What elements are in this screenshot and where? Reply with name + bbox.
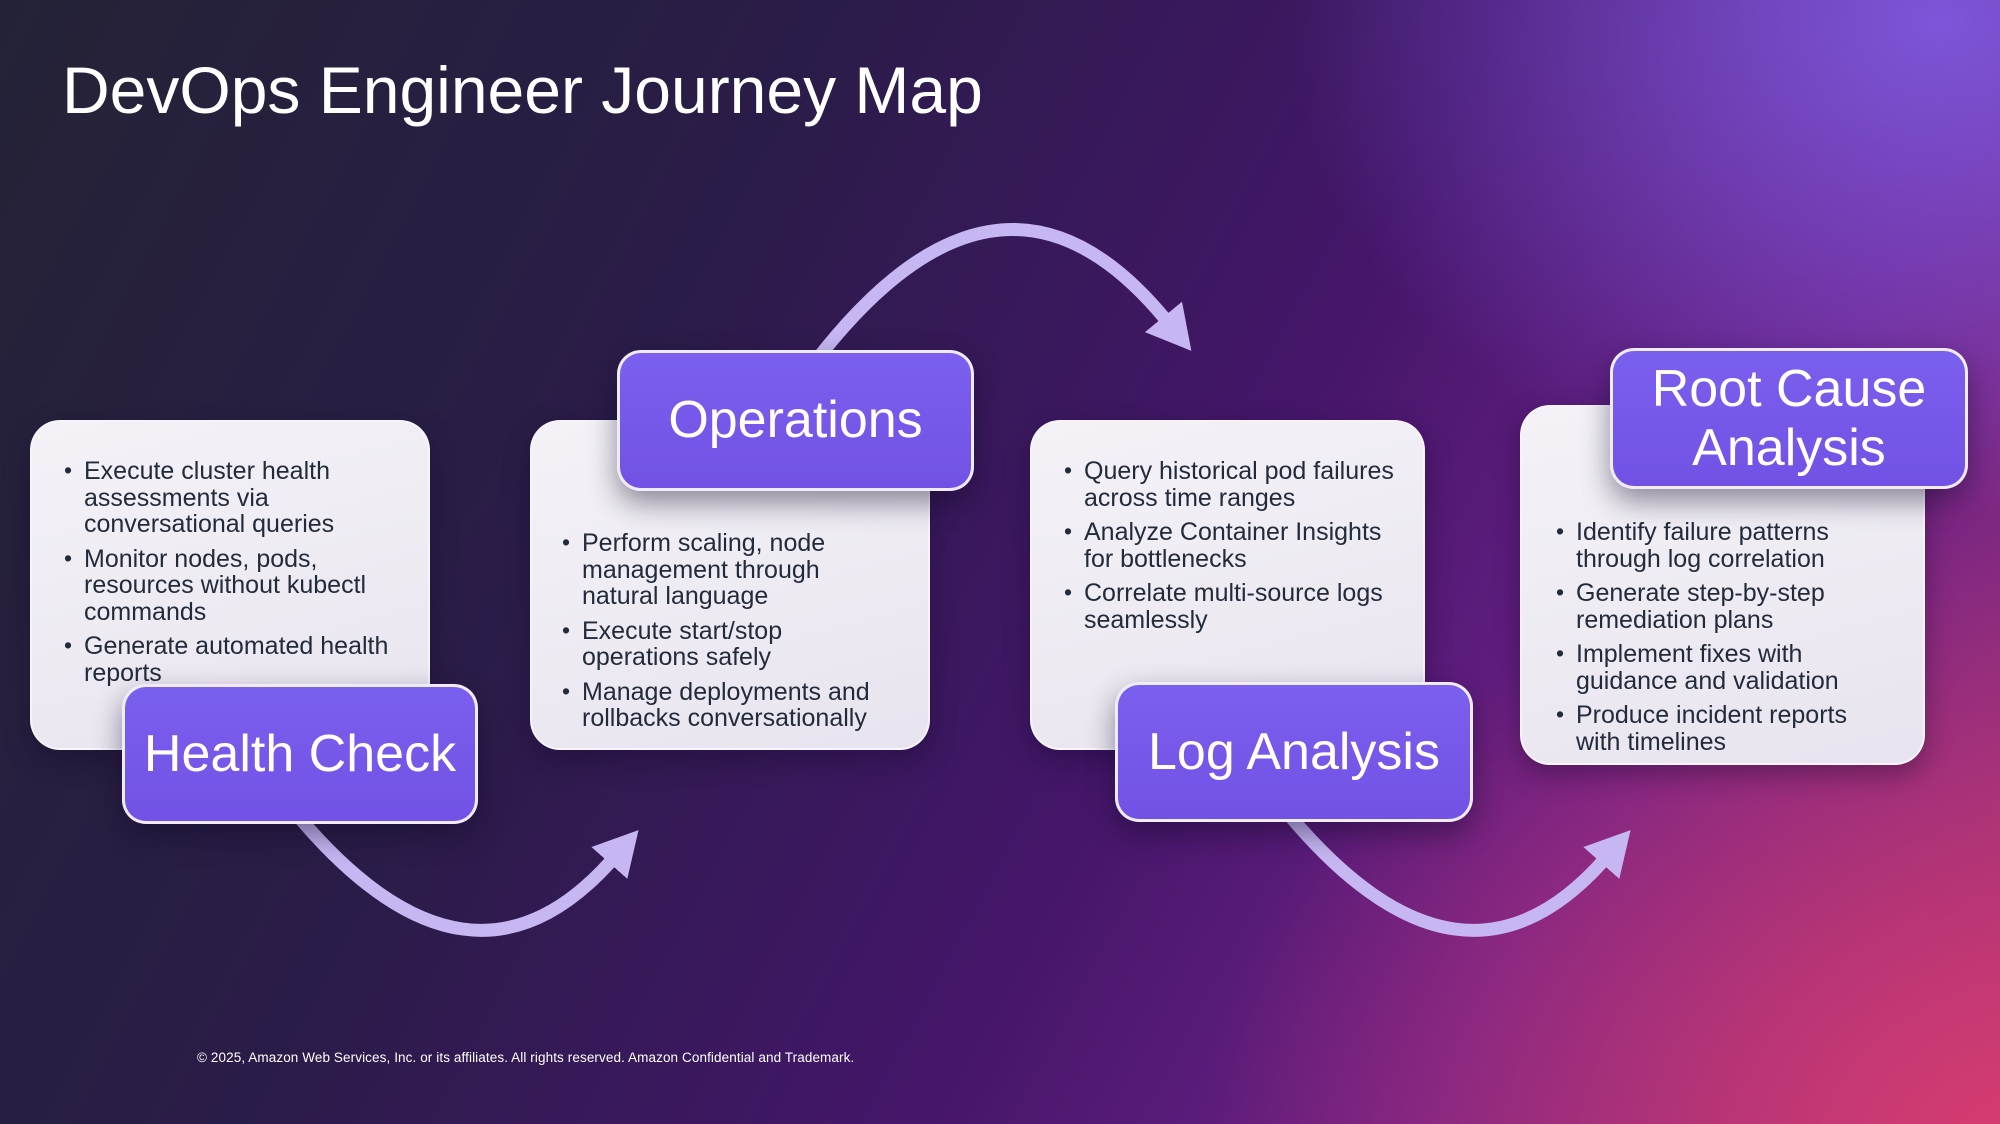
bullet-item: Monitor nodes, pods, resources without k… xyxy=(60,545,402,626)
stage-label-health-check: Health Check xyxy=(122,684,478,824)
bullet-item: Perform scaling, node management through… xyxy=(558,530,888,610)
bullet-item: Generate automated health reports xyxy=(60,633,402,686)
bullet-list: Execute cluster health assessments via c… xyxy=(60,458,402,686)
bullet-item: Implement fixes with guidance and valida… xyxy=(1552,641,1891,694)
stage-label-operations: Operations xyxy=(617,350,974,491)
curved-arrow-health-check-to-operations-icon xyxy=(291,809,639,937)
footer-copyright: © 2025, Amazon Web Services, Inc. or its… xyxy=(197,1050,855,1065)
curved-arrow-log-analysis-to-root-cause-icon xyxy=(1283,809,1631,937)
bullet-item: Execute cluster health assessments via c… xyxy=(60,458,402,538)
bullet-item: Identify failure patterns through log co… xyxy=(1552,519,1891,572)
bullet-item: Generate step-by-step remediation plans xyxy=(1552,580,1891,633)
page-title: DevOps Engineer Journey Map xyxy=(62,53,983,127)
bullet-item: Analyze Container Insights for bottlenec… xyxy=(1060,519,1401,572)
bullet-list: Query historical pod failures across tim… xyxy=(1060,458,1401,633)
bullet-item: Query historical pod failures across tim… xyxy=(1060,458,1401,511)
bullet-item: Correlate multi-source logs seamlessly xyxy=(1060,580,1401,633)
bullet-item: Produce incident reports with timelines xyxy=(1552,702,1891,755)
stage-label-log-analysis: Log Analysis xyxy=(1115,682,1473,822)
bullet-item: Execute start/stop operations safely xyxy=(558,617,888,671)
bullet-list: Identify failure patterns through log co… xyxy=(1552,519,1891,755)
stage-label-root-cause-analysis: Root Cause Analysis xyxy=(1610,348,1968,489)
bullet-item: Manage deployments and rollbacks convers… xyxy=(558,678,888,732)
stage-card-health-check: Execute cluster health assessments via c… xyxy=(30,420,430,750)
bullet-list: Perform scaling, node management through… xyxy=(558,530,888,732)
